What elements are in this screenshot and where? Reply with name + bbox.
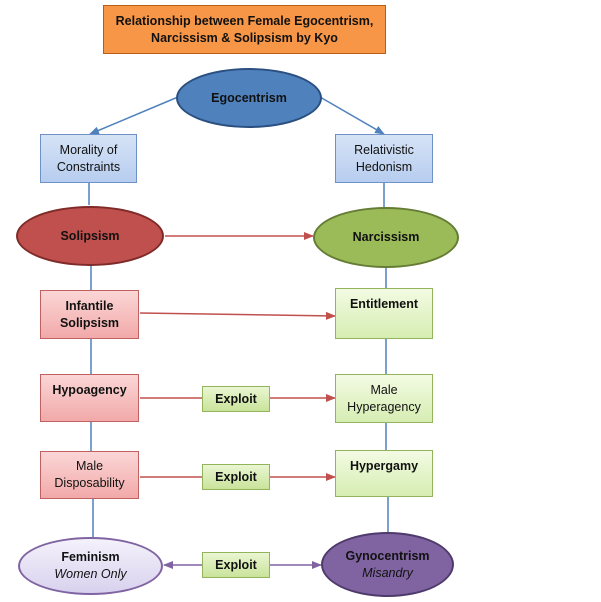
node-hypergamy: Hypergamy <box>335 450 433 497</box>
node-solipsism-label: Solipsism <box>60 228 120 243</box>
node-infantile-line-1: Infantile <box>65 298 114 313</box>
exploit-label-3: Exploit <box>202 552 270 578</box>
exploit-label-2-text: Exploit <box>215 469 257 484</box>
node-hedonism-line-2: Hedonism <box>355 159 413 174</box>
node-male-hyperagency: Male Hyperagency <box>335 374 433 423</box>
node-entitlement: Entitlement <box>335 288 433 339</box>
node-hyperagency-line-1: Male <box>370 382 398 397</box>
node-feminism: Feminism Women Only <box>18 537 163 595</box>
connector-egocentrism-hedonism <box>319 96 385 135</box>
arrow-infantile-entitlement <box>139 311 336 320</box>
node-morality-line-2: Constraints <box>56 159 121 174</box>
exploit-label-1-text: Exploit <box>215 391 257 406</box>
node-egocentrism-label: Egocentrism <box>211 90 287 105</box>
exploit-label-1: Exploit <box>202 386 270 412</box>
exploit-label-2: Exploit <box>202 464 270 490</box>
node-male-disposability: Male Disposability <box>40 451 139 499</box>
node-morality-line-1: Morality of <box>59 142 118 157</box>
node-feminism-line-2: Women Only <box>54 567 127 581</box>
node-disposability-line-2: Disposability <box>54 476 125 490</box>
node-narcissism: Narcissism <box>313 207 459 268</box>
node-gynocentrism-line-2: Misandry <box>362 565 413 580</box>
node-egocentrism: Egocentrism <box>176 68 322 128</box>
node-gynocentrism: Gynocentrism Misandry <box>321 532 454 597</box>
node-relativistic-hedonism: Relativistic Hedonism <box>335 134 433 183</box>
node-entitlement-label: Entitlement <box>349 297 419 311</box>
node-hypoagency: Hypoagency <box>40 374 139 422</box>
node-feminism-line-1: Feminism <box>61 550 120 564</box>
exploit-label-3-text: Exploit <box>215 557 257 572</box>
node-gynocentrism-line-1: Gynocentrism <box>345 548 430 563</box>
diagram-title: Relationship between Female Egocentrism,… <box>103 5 386 54</box>
node-hyperagency-line-2: Hyperagency <box>347 399 421 414</box>
node-disposability-line-1: Male <box>75 459 104 473</box>
node-morality-of-constraints: Morality of Constraints <box>40 134 137 183</box>
connector-egocentrism-morality <box>89 96 179 135</box>
title-line-1: Relationship between Female Egocentrism, <box>115 13 374 28</box>
node-hedonism-line-1: Relativistic <box>354 142 414 157</box>
title-line-2: Narcissism & Solipsism by Kyo <box>151 30 338 45</box>
node-infantile-solipsism: Infantile Solipsism <box>40 290 139 339</box>
node-hypoagency-label: Hypoagency <box>52 383 127 397</box>
node-hypergamy-label: Hypergamy <box>349 459 419 473</box>
node-narcissism-label: Narcissism <box>352 230 420 244</box>
node-solipsism: Solipsism <box>16 206 164 266</box>
node-infantile-line-2: Solipsism <box>59 315 120 330</box>
